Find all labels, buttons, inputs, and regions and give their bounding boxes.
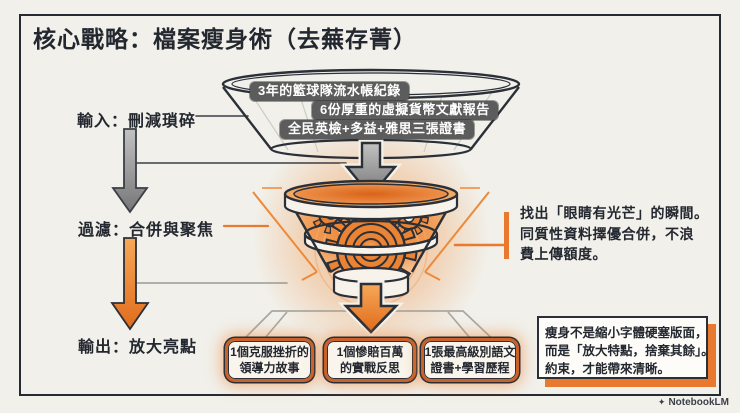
page-title: 核心戰略：檔案瘦身術（去蕪存菁） <box>33 26 417 52</box>
filter-callout: 找出「眼睛有光芒」的瞬間。 同質性資料擇優合併，不浪 費上傳額度。 <box>520 203 710 265</box>
notebooklm-watermark: ✦ NotebookLM <box>658 397 729 408</box>
stage-label-output: 輸出：放大亮點 <box>78 339 198 356</box>
funnel-echo-brackets <box>252 187 490 281</box>
output-card-line: 領導力故事 <box>239 361 300 375</box>
connector-lines <box>130 115 509 284</box>
note-line: 而是「放大特點，捨棄其餘」。 <box>545 344 714 358</box>
output-card-reflection: 1個慘賠百萬 的實戰反思 <box>324 338 416 382</box>
callout-line: 費上傳額度。 <box>520 246 607 262</box>
stage-label-filter: 過濾：合併與聚焦 <box>78 222 215 239</box>
input-item-chip: 6份厚重的虛擬貨幣文獻報告 <box>312 101 498 120</box>
stage-label-input: 輸入：刪減瑣碎 <box>77 113 197 130</box>
funnel-outflow-arrow-icon <box>337 280 405 338</box>
output-card-line: 的實戰反思 <box>339 361 400 375</box>
output-card-line: 1個慘賠百萬 <box>336 345 404 359</box>
funnel-ring-band <box>303 219 439 257</box>
notebooklm-logo-icon: ✦ <box>657 397 666 407</box>
filter-to-output-arrow-icon <box>110 237 150 331</box>
note-line: 瘦身不是縮小字體硬塞版面， <box>545 326 708 340</box>
output-card-line: 1個克服挫折的 <box>230 345 309 359</box>
output-card-certificate: 1張最高級別語文 證書+學習歷程 <box>421 338 519 382</box>
callout-line: 同質性資料擇優合併，不浪 <box>520 225 694 242</box>
output-card-leadership: 1個克服挫折的 領導力故事 <box>225 338 314 382</box>
output-card-line: 1張最高級別語文 <box>424 345 516 359</box>
input-to-filter-arrow-icon <box>111 128 149 214</box>
output-card-line: 證書+學習歷程 <box>430 361 510 375</box>
watermark-label: NotebookLM <box>668 397 729 408</box>
callout-line: 找出「眼睛有光芒」的瞬間。 <box>520 205 709 221</box>
principle-note: 瘦身不是縮小字體硬塞版面， 而是「放大特點，捨棄其餘」。 約束，才能帶來清晰。 <box>537 316 714 379</box>
note-line: 約束，才能帶來清晰。 <box>545 362 671 376</box>
input-item-chip: 3年的籃球隊流水帳紀錄 <box>250 82 409 101</box>
input-item-chip: 全民英檢+多益+雅思三張證書 <box>280 120 475 139</box>
diagram-frame <box>19 14 721 396</box>
